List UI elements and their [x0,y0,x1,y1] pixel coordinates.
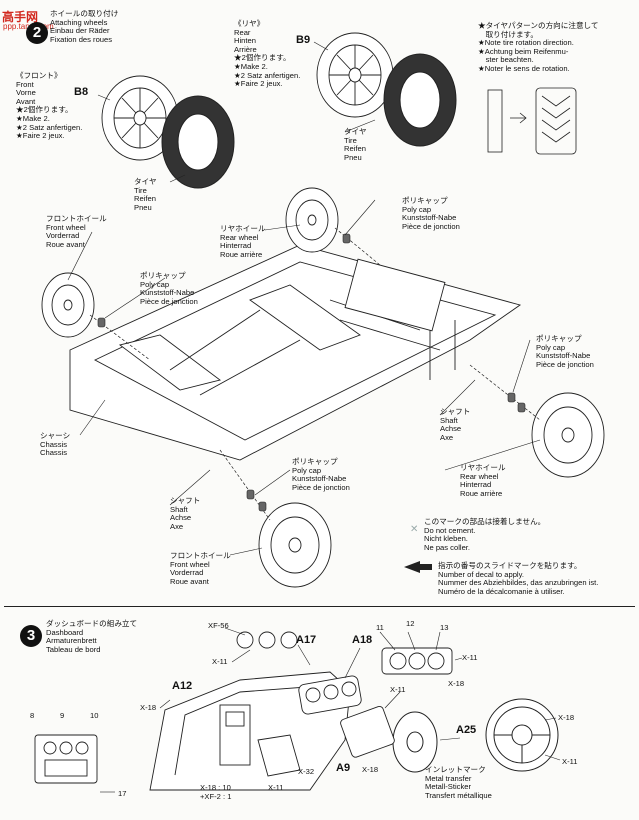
site-logo: 高手网 [2,10,39,24]
poly-cap-parts [97,233,526,512]
steering-wheel-drawing [392,698,559,773]
chassis-wheel-rear-left [285,187,339,253]
cement-mark-icon: ✕ [410,524,419,535]
chassis-wheel-front-right [258,502,332,588]
decal-11-label: 11 [376,623,384,632]
step-2-number-badge: 2 [26,22,48,44]
dashboard-drawing [149,671,351,791]
decal-arrow-mark [404,561,432,573]
step-2-title: ホイールの取り付け Attaching wheels Einbau der Rä… [50,9,119,44]
tire-rotation-note: ★タイヤパターンの方向に注意して 取り付けます。 ★Note tire rota… [478,21,599,73]
decal-17-label: 17 [118,789,127,798]
paint-x18-10-label: X-18 : 10+XF-2 : 1 [200,783,232,801]
part-a18-label: A18 [352,634,373,646]
decal-8-label: 8 [30,711,35,720]
decal-12-label: 12 [406,619,415,628]
decal-10-label: 10 [90,711,99,720]
paint-x18-label-d: X-18 [558,713,575,722]
decal-13-label: 13 [440,623,449,632]
paint-x18-label-c: X-18 [362,765,379,774]
part-b9-label: B9 [296,34,311,46]
rear-tire-drawing [383,53,457,147]
part-b8-label: B8 [74,86,89,98]
decal-9-label: 9 [60,711,65,720]
meters-drawing [236,631,453,675]
rear-wheel-label: 《リヤ》 Rear Hinten Arrière ★2個作ります。 ★Make … [234,19,301,89]
front-wheel-rim-drawing [101,75,179,161]
step2-leader-lines [67,41,541,556]
front-tire-drawing [161,95,235,189]
do-not-cement-note: このマークの部品は接着しません。Do not cement.Nicht kleb… [424,517,546,552]
paint-x11-label-d: X-11 [268,783,284,792]
step-3-number-badge: 3 [20,625,42,647]
part-a9-label: A9 [336,762,351,774]
paint-x11-label-e: X-11 [562,757,578,766]
paint-x18-label-b: X-18 [140,703,157,712]
center-console-drawing [340,706,395,758]
decal-number-note: 指示の番号のスライドマークを貼ります。Number of decal to ap… [438,561,599,596]
chassis-wheel-front-left [41,272,95,338]
step3-leader-lines [100,627,561,793]
part-a17-label: A17 [296,634,317,646]
chassis-wheel-rear-right [531,392,605,478]
rear-wheel-rim-drawing [316,32,394,118]
left-vents-drawing [34,734,98,784]
chassis-drawing [69,244,522,461]
paint-x11-label-b: X-11 [462,653,478,662]
paint-xf56-label: XF-56 [208,621,229,630]
part-a25-label: A25 [456,724,477,736]
tire-tread-diagram [487,87,577,155]
gauge-cluster-drawing [298,675,362,715]
paint-x32-label: X-32 [298,767,315,776]
section-divider [4,606,635,607]
front-wheel-label: 《フロント》 Front Vorne Avant ★2個作ります。 ★Make … [16,71,83,141]
paint-x18-label-a: X-18 [448,679,465,688]
paint-x11-label-a: X-11 [212,657,228,666]
paint-x11-label-c: X-11 [390,685,406,694]
part-a12-label: A12 [172,680,193,692]
